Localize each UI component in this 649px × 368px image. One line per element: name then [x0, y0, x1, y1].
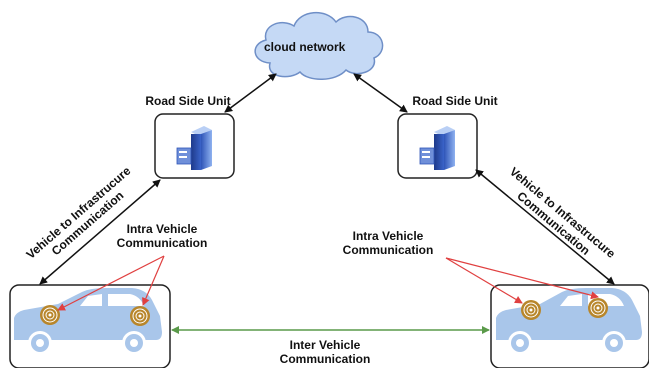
intra-right-label: Intra Vehicle Communication — [328, 229, 448, 257]
car-right-icon — [496, 288, 642, 355]
rsu-right-label: Road Side Unit — [412, 94, 498, 108]
rsu-left-label: Road Side Unit — [145, 94, 231, 108]
inter-label: Inter Vehicle Communication — [262, 338, 388, 366]
intra-left-line1: Intra Vehicle — [126, 222, 198, 236]
sensor-icon — [130, 306, 150, 326]
arrow-v2i-left — [39, 179, 161, 285]
inter-line1: Inter Vehicle — [289, 338, 361, 352]
car-left-icon — [14, 288, 162, 355]
server-icon — [419, 126, 455, 170]
cloud-label: cloud network — [264, 40, 346, 54]
intra-left-label: Intra Vehicle Communication — [102, 222, 222, 250]
inter-line2: Communication — [279, 352, 371, 366]
arrow-intra-left-2 — [142, 255, 165, 306]
sensor-icon — [521, 300, 541, 320]
intra-right-line2: Communication — [342, 243, 434, 257]
sensor-icon — [588, 298, 608, 318]
intra-left-line2: Communication — [116, 236, 208, 250]
server-icon — [176, 126, 212, 170]
arrow-intra-right-1 — [445, 257, 523, 304]
arrow-intra-right-2 — [445, 257, 599, 300]
cloud-shape — [254, 12, 384, 80]
arrow-v2i-right — [475, 169, 615, 285]
sensor-icon — [40, 305, 60, 325]
arrow-cloud-rsu-left — [224, 73, 277, 113]
intra-right-line1: Intra Vehicle — [352, 229, 424, 243]
arrow-intra-left-1 — [57, 255, 165, 311]
arrow-cloud-rsu-right — [353, 73, 408, 113]
